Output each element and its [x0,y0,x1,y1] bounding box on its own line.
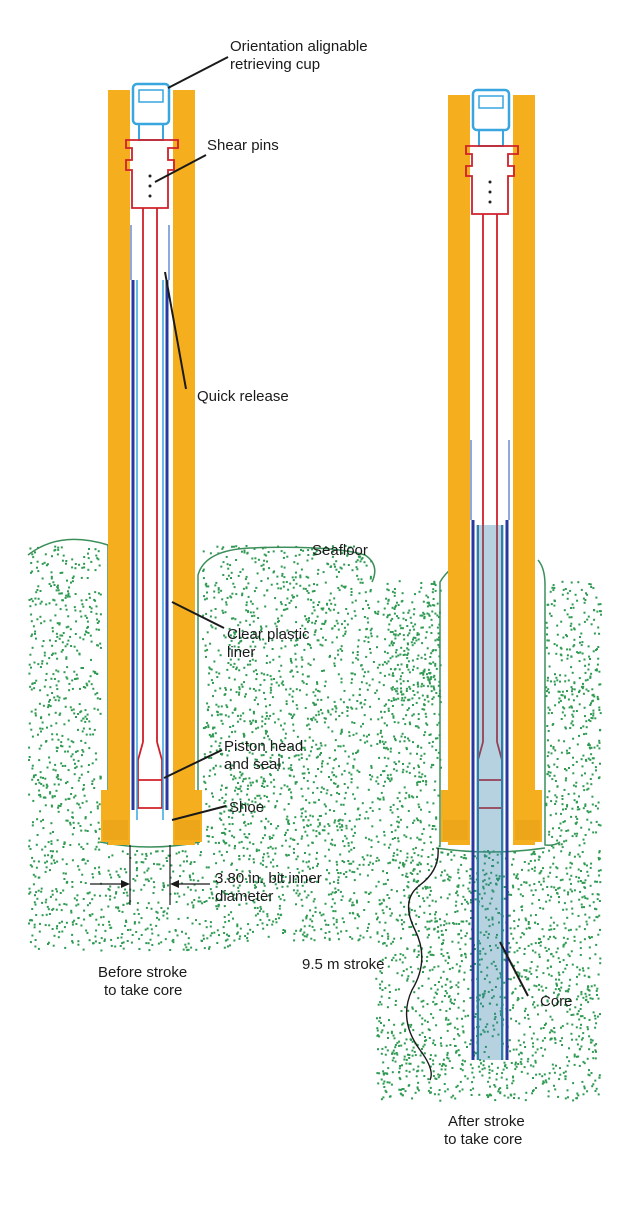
label-liner-line2: liner [227,644,256,661]
shear-pin-dots-right [488,180,492,204]
core-barrel-right [470,440,510,1060]
piston-rod-left [125,139,179,809]
label-retrieving-cup-line2: retrieving cup [230,56,321,73]
label-quick-release: Quick release [197,388,289,405]
core-sample-right [476,525,504,1060]
sediment-speckle-left [28,545,374,952]
label-retrieving-cup-line1: Orientation alignable [230,38,368,55]
label-before-line2: to take core [104,982,183,999]
core-liner-left [136,280,164,820]
drill-pipe-right [441,95,542,845]
drill-pipe-left [101,90,202,845]
seafloor-outline-left [27,538,109,845]
bit-diameter-dimension [90,845,210,905]
label-core: Core [540,993,573,1010]
label-before-line1: Before stroke [98,964,188,981]
core-barrel-left [130,225,170,810]
label-piston-line2: and seal [224,756,281,773]
label-bit-line2: diameter [215,888,274,905]
label-shear-pins: Shear pins [207,137,279,154]
retrieving-cup-right [471,88,511,147]
label-shoe: Shoe [229,799,265,816]
leader-lines [154,56,529,997]
label-liner-line1: Clear plastic [227,626,310,643]
sediment-speckle-right [375,580,602,1102]
label-seafloor: Seafloor [312,542,368,559]
hole-bottom-right [435,847,546,853]
retrieving-cup-left [131,82,171,141]
label-bit-line1: 3.80 in. bit inner [215,870,322,887]
shear-pin-dots-left [148,174,152,198]
label-after-line2: to take core [444,1131,523,1148]
label-piston-line1: Piston head [224,738,304,755]
stroke-indicator-line [405,847,439,1081]
sediment-left [27,537,372,952]
seafloor-outline-mid [197,546,376,845]
label-stroke: 9.5 m stroke [302,956,385,973]
label-after-line1: After stroke [448,1113,525,1130]
sediment-speckle-seafloor [372,600,441,702]
